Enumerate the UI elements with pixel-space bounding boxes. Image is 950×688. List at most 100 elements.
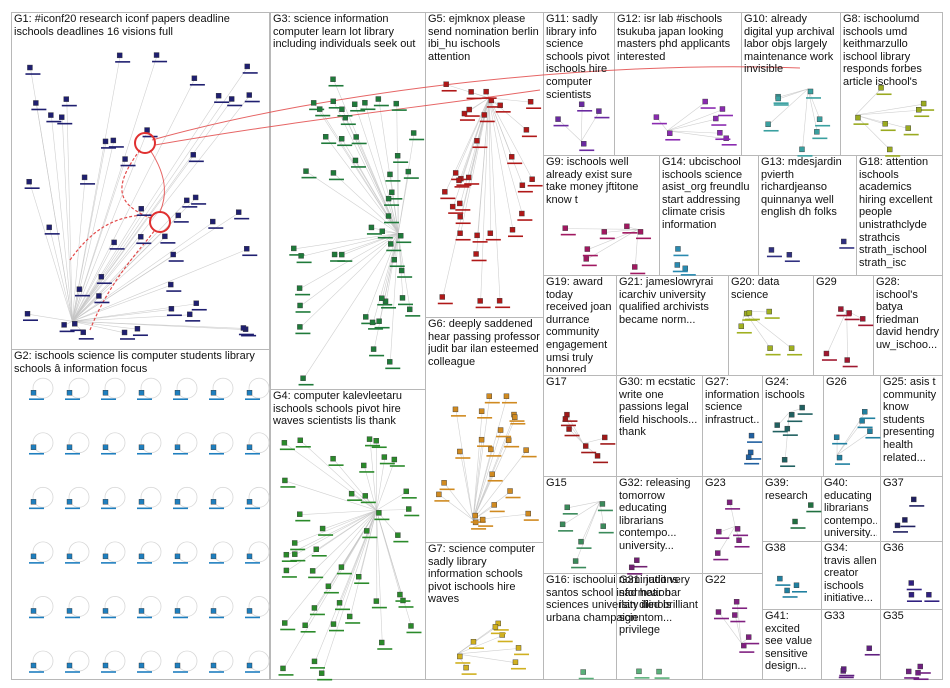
- node[interactable]: [572, 558, 579, 564]
- node[interactable]: [122, 156, 128, 162]
- node[interactable]: [512, 659, 519, 665]
- node[interactable]: [472, 512, 478, 519]
- node[interactable]: [191, 75, 198, 81]
- node[interactable]: [407, 306, 413, 313]
- node[interactable]: [474, 232, 480, 239]
- node[interactable]: [636, 668, 642, 675]
- node[interactable]: [461, 110, 468, 117]
- node[interactable]: [102, 444, 109, 450]
- node[interactable]: [584, 246, 591, 252]
- node[interactable]: [361, 462, 367, 469]
- node[interactable]: [376, 510, 382, 516]
- node[interactable]: [175, 212, 181, 219]
- node[interactable]: [174, 662, 181, 669]
- node[interactable]: [439, 294, 446, 300]
- node[interactable]: [441, 480, 447, 486]
- node[interactable]: [66, 499, 73, 505]
- node[interactable]: [902, 517, 908, 523]
- node[interactable]: [283, 567, 290, 574]
- node[interactable]: [505, 437, 512, 443]
- node[interactable]: [926, 592, 932, 598]
- node[interactable]: [601, 229, 607, 235]
- node[interactable]: [102, 390, 109, 396]
- node[interactable]: [816, 116, 823, 122]
- node[interactable]: [192, 194, 199, 201]
- node[interactable]: [594, 453, 601, 459]
- node[interactable]: [789, 412, 795, 418]
- node[interactable]: [61, 322, 67, 328]
- node[interactable]: [346, 613, 353, 620]
- node[interactable]: [134, 326, 141, 332]
- node[interactable]: [436, 491, 442, 498]
- node[interactable]: [355, 574, 362, 580]
- node[interactable]: [496, 298, 503, 304]
- node[interactable]: [814, 129, 820, 135]
- node[interactable]: [799, 404, 805, 411]
- node[interactable]: [487, 230, 494, 236]
- node[interactable]: [379, 295, 385, 301]
- node[interactable]: [833, 434, 840, 440]
- node[interactable]: [174, 608, 181, 614]
- node[interactable]: [667, 130, 673, 136]
- node[interactable]: [138, 608, 145, 614]
- node[interactable]: [210, 499, 217, 505]
- node[interactable]: [784, 425, 791, 432]
- node[interactable]: [741, 642, 747, 649]
- node[interactable]: [738, 323, 745, 329]
- node[interactable]: [138, 206, 144, 212]
- node[interactable]: [291, 245, 297, 252]
- node[interactable]: [379, 228, 386, 234]
- node[interactable]: [362, 493, 369, 499]
- node[interactable]: [66, 662, 73, 669]
- node[interactable]: [410, 130, 417, 136]
- node[interactable]: [653, 114, 660, 120]
- node[interactable]: [478, 436, 485, 443]
- node[interactable]: [477, 298, 483, 304]
- node[interactable]: [302, 622, 308, 629]
- node[interactable]: [63, 96, 70, 102]
- node[interactable]: [443, 81, 449, 87]
- node[interactable]: [59, 114, 65, 120]
- node[interactable]: [519, 210, 525, 217]
- node[interactable]: [766, 308, 772, 315]
- node[interactable]: [846, 310, 852, 316]
- node[interactable]: [80, 329, 86, 336]
- node[interactable]: [726, 499, 733, 506]
- node[interactable]: [836, 454, 843, 461]
- node[interactable]: [363, 314, 369, 320]
- node[interactable]: [138, 662, 145, 669]
- node[interactable]: [408, 623, 414, 629]
- node[interactable]: [497, 427, 504, 433]
- node[interactable]: [330, 455, 336, 462]
- node[interactable]: [330, 76, 336, 82]
- node[interactable]: [174, 444, 181, 450]
- node[interactable]: [210, 553, 217, 560]
- node[interactable]: [66, 390, 73, 396]
- node[interactable]: [342, 115, 349, 121]
- node[interactable]: [102, 499, 109, 505]
- node[interactable]: [318, 670, 325, 676]
- node[interactable]: [733, 599, 740, 605]
- node[interactable]: [66, 553, 73, 560]
- node[interactable]: [228, 96, 235, 102]
- node[interactable]: [387, 171, 393, 178]
- node[interactable]: [403, 488, 409, 495]
- node[interactable]: [138, 553, 145, 560]
- node[interactable]: [406, 506, 412, 512]
- node[interactable]: [599, 501, 606, 507]
- node[interactable]: [908, 580, 914, 586]
- node[interactable]: [369, 319, 376, 326]
- node[interactable]: [841, 238, 847, 245]
- node[interactable]: [723, 135, 729, 141]
- node[interactable]: [713, 115, 719, 122]
- node[interactable]: [784, 587, 790, 594]
- node[interactable]: [473, 251, 479, 257]
- node[interactable]: [478, 408, 485, 414]
- node[interactable]: [859, 418, 865, 424]
- node[interactable]: [745, 454, 752, 460]
- node[interactable]: [905, 125, 911, 131]
- node[interactable]: [246, 390, 253, 396]
- node[interactable]: [391, 456, 398, 463]
- node[interactable]: [555, 116, 561, 122]
- node[interactable]: [174, 553, 181, 560]
